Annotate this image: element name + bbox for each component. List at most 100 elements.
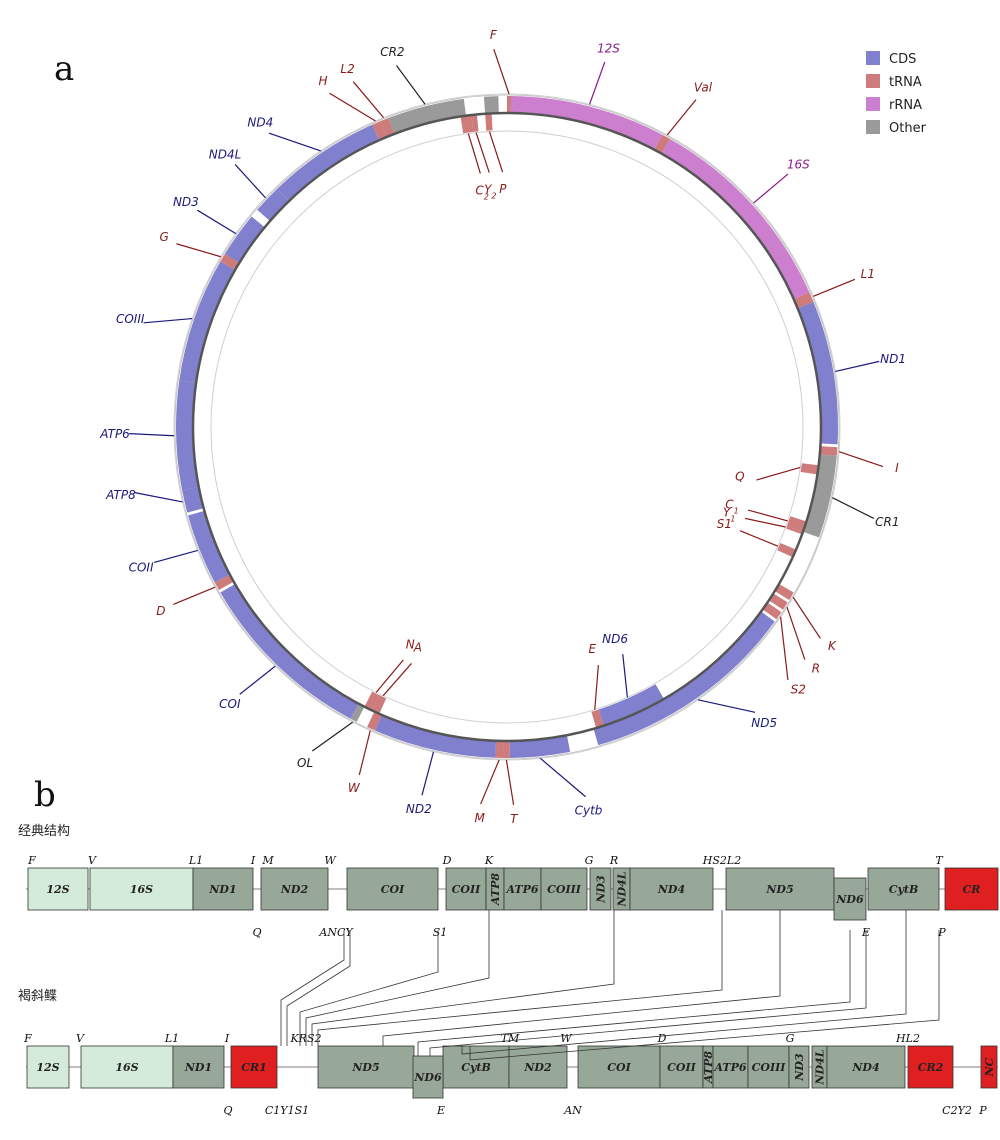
outer-arc-r [769,593,788,610]
species-bottom-label: Q [223,1104,232,1117]
species-gene-label-nc: NC [983,1057,996,1077]
species-bottom-label: AN [563,1104,582,1117]
callout-label-val: Val [694,81,713,95]
species-gene-label-coii: COII [667,1061,696,1074]
callout-label-12s: 12S [597,41,620,55]
callout-label-nd4: ND4 [247,115,273,129]
classic-gene-coii [445,867,487,911]
callout-label-l1: L1 [861,267,875,281]
connector-line [311,910,615,1046]
classic-gene-label-nd3: ND3 [595,875,608,904]
classic-gene-label-atp6: ATP6 [505,883,538,896]
species-gene-nd5 [317,1045,415,1089]
classic-gene-label-atp8: ATP8 [489,873,502,906]
connector-line [317,910,723,1046]
gene-callouts: F12SVal16SL1ND1ICR1KRS2ND5CytbTMND2WOLCO… [99,28,906,826]
classic-gene-label-coiii: COIII [547,883,582,896]
callout-label-q: Q [735,469,744,483]
callout-line-nd1 [835,360,880,373]
callout-label-r: R [812,661,820,675]
species-gene-label-nd2: ND2 [523,1061,552,1074]
outer-arc-s2 [763,603,782,620]
species-top-label: HL2 [895,1032,920,1045]
callout-line-coiii [143,317,193,324]
classic-top-label: K [484,854,494,867]
connector-line [417,930,851,1056]
inner-arc-p [485,114,493,131]
species-gene-label-nd6: ND6 [413,1071,442,1084]
classic-gene-nd1 [192,867,254,911]
callout-line-a [382,663,412,697]
outer-arc-nd4l [257,188,289,221]
classic-top-label: V [88,854,97,867]
panel-b-letter: b [34,775,56,815]
outer-arc-atp8 [182,487,203,513]
callout-label-cr2: CR2 [380,45,404,59]
callout-line-l2 [352,81,385,119]
callout-line-s2 [780,616,789,681]
species-top-label: TM [501,1032,520,1045]
outer-arc-l2 [380,117,395,136]
inner-arc-a [372,695,387,713]
rearrangement-connectors [280,910,940,1061]
species-top-label: D [657,1032,667,1045]
species-gene-nd4 [826,1045,906,1089]
species-gene-coi [577,1045,661,1089]
classic-gene-coiii [540,867,588,911]
outer-arc-coi [220,584,359,719]
inner-arc-q [800,463,818,475]
legend-label-rrna: rRNA [889,98,922,113]
classic-gene-label-coi: COI [381,883,405,896]
callout-label-atp8: ATP8 [105,488,136,502]
classic-top-label: L1 [188,854,203,867]
species-bottom-label: C2Y2 [942,1104,972,1117]
classic-top-label: M [261,854,274,867]
outer-arc-16s [662,138,810,299]
callout-line-nd4 [268,132,321,152]
callout-line-c1 [747,509,788,522]
species-gene-label-nd5: ND5 [351,1061,379,1074]
species-gene-cr2 [907,1045,954,1089]
classic-gene-16s [89,867,194,911]
species-gene-nc [980,1045,998,1089]
callout-line-m [480,759,500,805]
legend-label-cds: CDS [889,52,916,67]
outer-arc-ol [350,704,364,722]
outer-arc-coii [188,511,229,583]
outer-arc-g [220,254,239,270]
inner-gene-arcs [364,114,818,728]
callout-line-12s [588,61,606,105]
species-gene-label-12s: 12S [36,1061,59,1074]
species-gene-label-cr1: CR1 [241,1061,267,1074]
outer-arc-nd1 [798,301,838,445]
callout-label-nd5: ND5 [751,716,777,730]
species-label: 褐斜鲽 [18,989,57,1004]
classic-gene-label-cr: CR [963,883,981,896]
classic-gene-12s [27,867,89,911]
outer-arc-m [495,741,504,758]
outer-arc-f [507,96,512,113]
circular-genome-map: F12SVal16SL1ND1ICR1KRS2ND5CytbTMND2WOLCO… [99,28,906,826]
callout-label-coii: COII [129,560,154,574]
callout-line-nd3 [197,209,237,235]
outer-arc-i [820,446,838,456]
connector-line [382,910,781,1046]
callout-label-f: F [490,28,498,42]
callout-line-nd5 [697,699,756,713]
legend-swatch-other [866,120,880,134]
callout-label-atp6: ATP6 [99,427,130,441]
inner-arc-s1 [777,543,796,557]
classic-bottom-label: ANCY [318,926,354,939]
connector-line [461,910,907,1055]
callout-line-val [666,99,697,136]
callout-line-n [375,659,404,693]
classic-gene-nd3 [589,867,612,911]
legend-swatch-rrna [866,97,880,111]
species-gene-label-coi: COI [607,1061,631,1074]
connector-line [280,930,345,1046]
classic-top-label: R [609,854,618,867]
callout-label-g: G [159,230,168,244]
classic-bottom-label: P [937,926,946,939]
classic-gene-nd6 [833,877,867,921]
